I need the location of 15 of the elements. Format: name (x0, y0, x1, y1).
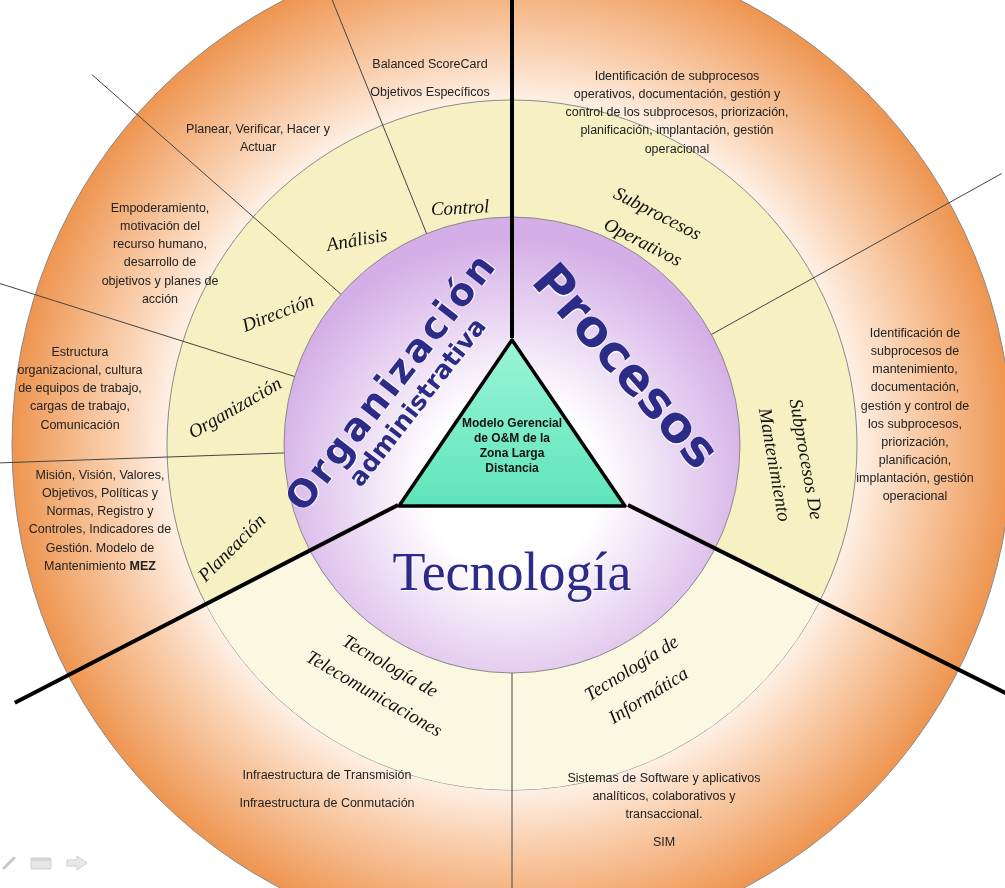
description-text: Identificación de subprocesos de mantenimiento, documentación, gestión y control de los subprocesos, priorización, planificación, implantación, gestión operacional (856, 325, 974, 506)
description-text: Misión, Visión, Valores, Objetivos, Políticas y Normas, Registro y Controles, Indicadores de Gestión. Modelo de Mantenimiento MEZ (27, 466, 173, 575)
description-text: Objetivos Específicos (369, 84, 491, 101)
segment-label: Análisis (323, 222, 390, 257)
description-text: Infraestructura de Transmisión (241, 766, 413, 784)
description-text: Balanced ScoreCard (371, 55, 489, 73)
description-text: Identificación de subprocesos operativos, documentación, gestión y control de los subprocesos, priorización, planificación, implantación, gestión operacional (564, 67, 790, 158)
segment-label: Control (429, 194, 491, 222)
description-text: Infraestructura de Conmutación (238, 795, 416, 812)
description-text: Planear, Verificar, Hacer y Actuar (185, 120, 331, 156)
description-text: Empoderamiento, motivación del recurso humano, desarrollo de objetivos y planes de acción (100, 199, 220, 308)
description-text: SIM (651, 834, 677, 852)
description-text: Sistemas de Software y aplicativos analíticos, colaborativos y transaccional. (566, 769, 762, 823)
description-text: Estructura organizacional, cultura de equipos de trabajo, cargas de trabajo, Comunicación (16, 343, 144, 434)
segment-label: Subprocesos De Mantenimiento (753, 396, 829, 526)
